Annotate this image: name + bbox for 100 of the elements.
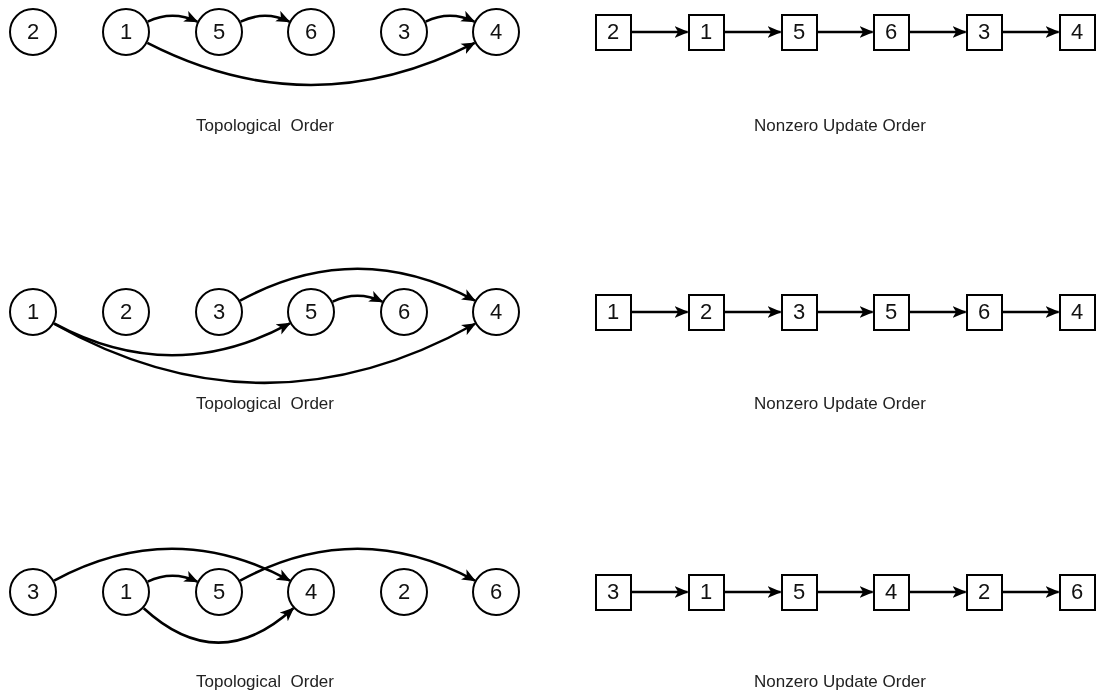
order-box — [687, 293, 725, 331]
caption: Nonzero Update Order — [754, 116, 926, 136]
graph-node-circle — [472, 288, 520, 336]
order-box — [594, 293, 632, 331]
arrow — [817, 586, 874, 598]
graph-node-circle — [195, 568, 243, 616]
order-box — [965, 573, 1003, 611]
node-number: 4 — [1070, 299, 1084, 325]
node-number: 2 — [699, 299, 713, 325]
caption: Nonzero Update Order — [754, 394, 926, 414]
node-number: 1 — [699, 579, 713, 605]
caption: Topological Order — [196, 116, 334, 136]
node-number: 2 — [119, 299, 133, 325]
arrow — [147, 571, 199, 583]
graph-node-circle — [472, 568, 520, 616]
arrow — [146, 41, 476, 87]
arrow — [724, 26, 782, 38]
order-box — [965, 293, 1003, 331]
order-box — [872, 293, 910, 331]
node-number: 4 — [489, 299, 503, 325]
graph-node-circle — [102, 8, 150, 56]
graph-node-circle — [287, 8, 335, 56]
arrow — [240, 11, 291, 23]
graph-node-circle — [9, 288, 57, 336]
arrow — [142, 607, 295, 644]
graph-node-circle — [9, 8, 57, 56]
arrow — [1002, 26, 1060, 38]
arrow — [631, 306, 689, 318]
graph-node-circle — [380, 568, 428, 616]
order-box — [780, 13, 818, 51]
graph-node-circle — [380, 288, 428, 336]
arrow — [1002, 586, 1060, 598]
graph-node-circle — [102, 288, 150, 336]
arrow — [724, 586, 782, 598]
arrow — [1002, 306, 1060, 318]
node-number: 1 — [606, 299, 620, 325]
arrow — [332, 291, 384, 303]
arrow — [817, 306, 874, 318]
graph-node-circle — [102, 568, 150, 616]
order-box — [1058, 573, 1096, 611]
order-box — [1058, 293, 1096, 331]
node-number: 1 — [26, 299, 40, 325]
node-number: 2 — [26, 19, 40, 45]
node-number: 5 — [212, 19, 226, 45]
node-number: 5 — [792, 579, 806, 605]
arrow — [631, 26, 689, 38]
order-box — [965, 13, 1003, 51]
node-number: 6 — [977, 299, 991, 325]
node-number: 4 — [304, 579, 318, 605]
graph-node-circle — [380, 8, 428, 56]
arrow — [724, 306, 782, 318]
node-number: 4 — [489, 19, 503, 45]
node-number: 2 — [606, 19, 620, 45]
arrow — [53, 322, 291, 357]
order-box — [594, 573, 632, 611]
node-number: 3 — [397, 19, 411, 45]
node-number: 6 — [304, 19, 318, 45]
node-number: 2 — [397, 579, 411, 605]
caption: Topological Order — [196, 394, 334, 414]
order-box — [872, 573, 910, 611]
node-number: 5 — [884, 299, 898, 325]
node-number: 5 — [212, 579, 226, 605]
node-number: 6 — [489, 579, 503, 605]
arrow — [909, 306, 967, 318]
graph-node-circle — [287, 288, 335, 336]
graph-node-circle — [287, 568, 335, 616]
arrow — [817, 26, 874, 38]
node-number: 4 — [884, 579, 898, 605]
arrow — [239, 547, 476, 582]
node-number: 1 — [699, 19, 713, 45]
order-box — [1058, 13, 1096, 51]
caption: Topological Order — [196, 672, 334, 692]
node-number: 3 — [606, 579, 620, 605]
node-number: 5 — [792, 19, 806, 45]
arrow — [425, 11, 476, 23]
node-number: 6 — [1070, 579, 1084, 605]
order-box — [780, 293, 818, 331]
node-number: 6 — [397, 299, 411, 325]
caption: Nonzero Update Order — [754, 672, 926, 692]
order-box — [687, 573, 725, 611]
order-box — [687, 13, 725, 51]
graph-node-circle — [9, 568, 57, 616]
node-number: 4 — [1070, 19, 1084, 45]
order-box — [780, 573, 818, 611]
node-number: 5 — [304, 299, 318, 325]
graph-node-circle — [195, 288, 243, 336]
node-number: 3 — [977, 19, 991, 45]
arrow — [147, 11, 199, 23]
node-number: 3 — [792, 299, 806, 325]
order-box — [594, 13, 632, 51]
node-number: 3 — [212, 299, 226, 325]
arrow — [631, 586, 689, 598]
node-number: 6 — [884, 19, 898, 45]
arrow — [239, 267, 476, 302]
node-number: 1 — [119, 19, 133, 45]
arrow — [53, 322, 477, 384]
arrow — [909, 26, 967, 38]
node-number: 3 — [26, 579, 40, 605]
graph-node-circle — [195, 8, 243, 56]
arrow — [53, 547, 291, 582]
